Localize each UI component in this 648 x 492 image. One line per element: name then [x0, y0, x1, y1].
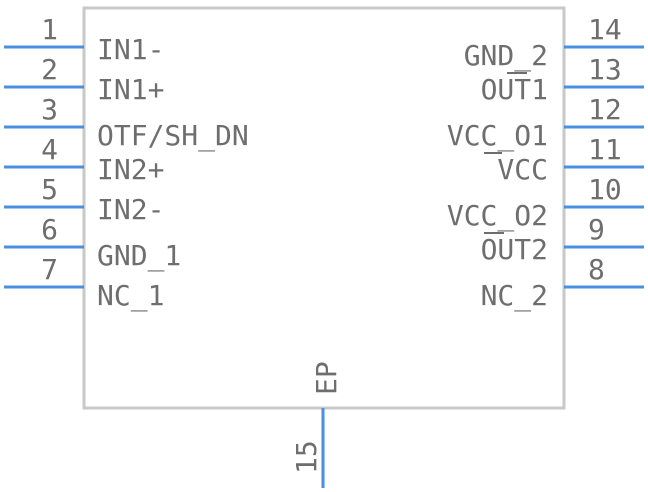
- pin-number-9: 9: [588, 213, 605, 246]
- pin-name-8: NC_2: [481, 279, 548, 313]
- pin-name-1: IN1-: [97, 33, 164, 66]
- pin-number-8: 8: [588, 253, 605, 286]
- pin-name-3: OTF/SH_DN: [97, 119, 249, 153]
- pin-name-9: OUT2: [481, 233, 548, 266]
- pin-number-11: 11: [588, 133, 622, 166]
- pin-name-4: IN2+: [97, 153, 164, 186]
- pin-number-15: 15: [290, 440, 323, 474]
- pin-number-12: 12: [588, 93, 622, 126]
- right-pins: [564, 45, 644, 289]
- pin-name-10: VCC_O2: [447, 199, 548, 233]
- right-pin-names: GND_2 OUT1 VCC_O1 VCC VCC_O2 OUT2 NC_2: [447, 39, 548, 313]
- pin-name-5: IN2-: [97, 193, 164, 226]
- pin-name-6: GND_1: [97, 239, 181, 273]
- pin-number-7: 7: [41, 253, 58, 286]
- pin-number-3: 3: [41, 93, 58, 126]
- pin-name-14: GND_2: [464, 39, 548, 73]
- pin-number-14: 14: [588, 13, 622, 46]
- pin-number-6: 6: [41, 213, 58, 246]
- component-body: [82, 6, 566, 410]
- right-pin-numbers: 14 13 12 11 10 9 8: [588, 13, 622, 286]
- left-pin-numbers: 1 2 3 4 5 6 7: [41, 13, 58, 286]
- pin-name-13: OUT1: [481, 73, 548, 106]
- left-pin-names: IN1- IN1+ OTF/SH_DN IN2+ IN2- GND_1 NC_1: [97, 33, 249, 313]
- pin-name-12: VCC_O1: [447, 119, 548, 153]
- left-pins: [4, 45, 84, 289]
- pin-number-5: 5: [41, 173, 58, 206]
- pin-name-11: VCC: [497, 153, 548, 186]
- pin-number-1: 1: [41, 13, 58, 46]
- pin-number-10: 10: [588, 173, 622, 206]
- pin-number-4: 4: [41, 133, 58, 166]
- pin-name-7: NC_1: [97, 279, 164, 313]
- pin-number-2: 2: [41, 53, 58, 86]
- pin-name-2: IN1+: [97, 73, 164, 106]
- pin-number-13: 13: [588, 53, 622, 86]
- exposed-pad-label: EP: [310, 361, 343, 395]
